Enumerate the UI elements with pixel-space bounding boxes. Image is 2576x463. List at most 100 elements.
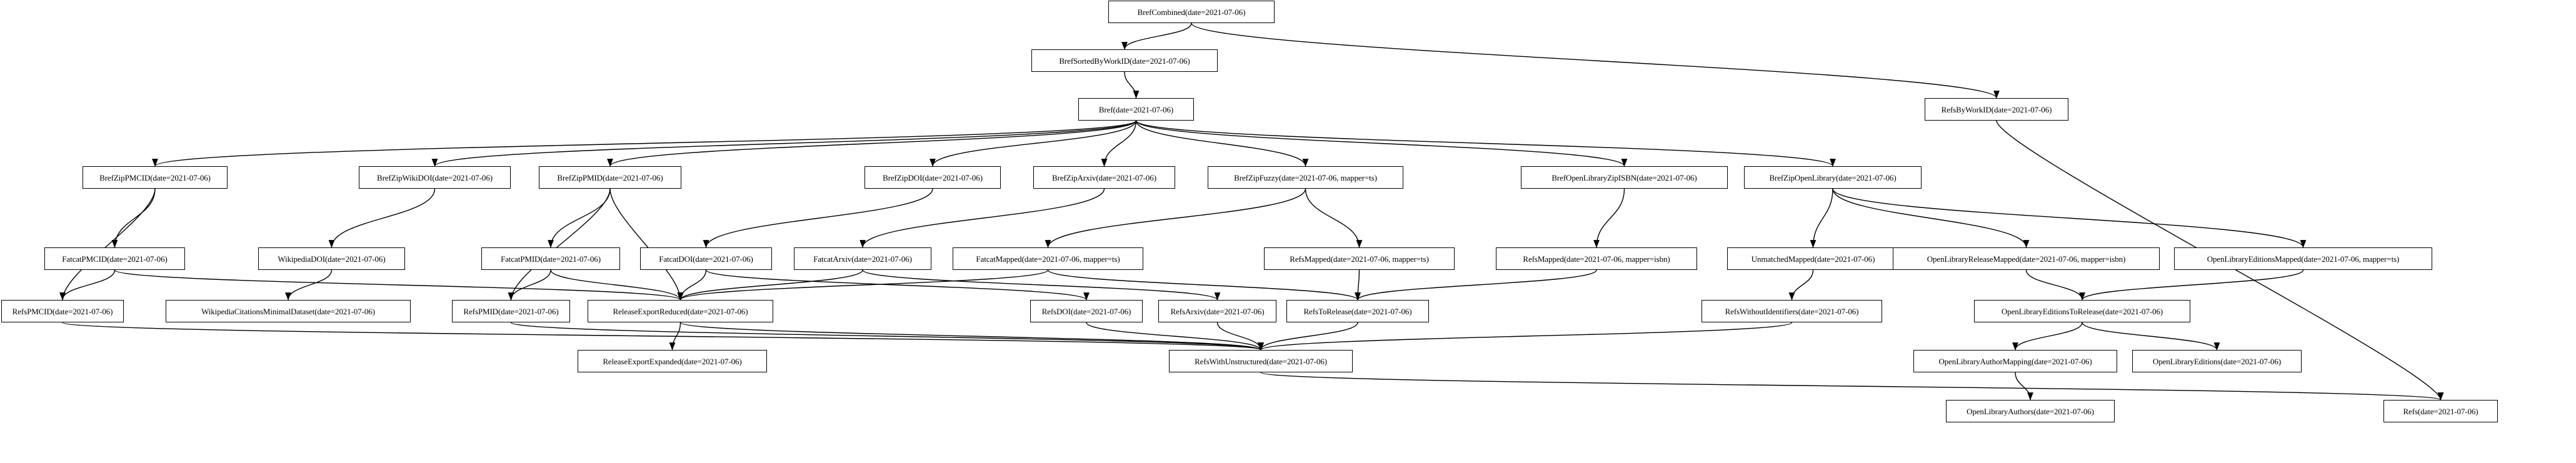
graph-edge-RefsArxiv-to-RefsWithUnstructured	[1216, 322, 1264, 351]
graph-edge-BrefOpenLibraryZipISBN-to-RefsMappedIsbn	[1593, 188, 1625, 248]
graph-edge-RefsWithUnstructured-to-Refs	[1260, 372, 2443, 401]
graph-node-label: OpenLibraryAuthorMapping(date=2021-07-06…	[1938, 356, 2092, 366]
graph-node-FatcatPMID[interactable]: FatcatPMID(date=2021-07-06)	[481, 247, 620, 270]
graph-node-label: UnmatchedMapped(date=2021-07-06)	[1751, 254, 1875, 264]
graph-edge-BrefZipPMID-to-FatcatPMID	[548, 188, 611, 248]
graph-edge-RefsDOI-to-RefsWithUnstructured	[1086, 322, 1264, 351]
graph-node-RefsArxiv[interactable]: RefsArxiv(date=2021-07-06)	[1158, 300, 1276, 322]
graph-edge-RefsToRelease-to-RefsWithUnstructured	[1258, 322, 1358, 351]
graph-node-BrefZipArxiv[interactable]: BrefZipArxiv(date=2021-07-06)	[1033, 166, 1175, 189]
graph-edge-BrefZipOpenLibrary-to-OpenLibraryReleaseMapped	[1832, 188, 2030, 248]
graph-node-label: RefsWithUnstructured(date=2021-07-06)	[1195, 356, 1327, 366]
graph-node-label: BrefZipDOI(date=2021-07-06)	[883, 172, 983, 182]
graph-node-label: BrefZipArxiv(date=2021-07-06)	[1052, 172, 1156, 182]
graph-edge-FatcatPMID-to-RefsPMID	[508, 269, 551, 301]
graph-node-BrefSortedByWorkID[interactable]: BrefSortedByWorkID(date=2021-07-06)	[1031, 49, 1218, 72]
graph-node-label: FatcatDOI(date=2021-07-06)	[659, 254, 753, 264]
graph-node-WikipediaDOI[interactable]: WikipediaDOI(date=2021-07-06)	[258, 247, 405, 270]
graph-node-BrefZipPMID[interactable]: BrefZipPMID(date=2021-07-06)	[539, 166, 681, 189]
graph-edge-RefsPMCID-to-RefsWithUnstructured	[62, 322, 1263, 351]
graph-node-BrefZipFuzzy[interactable]: BrefZipFuzzy(date=2021-07-06, mapper=ts)	[1208, 166, 1403, 189]
graph-edge-Bref-to-BrefZipArxiv	[1101, 120, 1137, 167]
graph-edge-FatcatArxiv-to-RefsArxiv	[862, 269, 1221, 301]
graph-node-label: BrefZipPMCID(date=2021-07-06)	[99, 172, 211, 182]
graph-node-OpenLibraryAuthorMapping[interactable]: OpenLibraryAuthorMapping(date=2021-07-06…	[1913, 350, 2117, 372]
graph-edge-BrefZipOpenLibrary-to-OpenLibraryEditionsMapped	[1832, 188, 2307, 248]
graph-node-RefsPMID[interactable]: RefsPMID(date=2021-07-06)	[452, 300, 570, 322]
graph-edge-RefsPMID-to-RefsWithUnstructured	[510, 322, 1264, 351]
graph-node-OpenLibraryReleaseMapped[interactable]: OpenLibraryReleaseMapped(date=2021-07-06…	[1893, 247, 2160, 270]
graph-node-RefsWithoutIdentifiers[interactable]: RefsWithoutIdentifiers(date=2021-07-06)	[1701, 300, 1882, 322]
graph-node-Bref[interactable]: Bref(date=2021-07-06)	[1078, 98, 1194, 121]
graph-node-label: WikipediaCitationsMinimalDataset(date=20…	[201, 306, 375, 316]
graph-node-FatcatArxiv[interactable]: FatcatArxiv(date=2021-07-06)	[794, 247, 931, 270]
graph-node-label: RefsMapped(date=2021-07-06, mapper=ts)	[1290, 254, 1429, 264]
graph-node-RefsWithUnstructured[interactable]: RefsWithUnstructured(date=2021-07-06)	[1169, 350, 1353, 372]
graph-node-label: ReleaseExportExpanded(date=2021-07-06)	[603, 356, 742, 366]
graph-node-label: BrefZipFuzzy(date=2021-07-06, mapper=ts)	[1234, 172, 1377, 182]
graph-edge-BrefZipPMCID-to-FatcatPMCID	[111, 188, 156, 248]
graph-node-BrefOpenLibraryZipISBN[interactable]: BrefOpenLibraryZipISBN(date=2021-07-06)	[1521, 166, 1728, 189]
graph-node-WikipediaCitationsMinimalDataset[interactable]: WikipediaCitationsMinimalDataset(date=20…	[166, 300, 411, 322]
graph-edge-FatcatMapped-to-RefsToRelease	[1047, 269, 1361, 301]
graph-edge-Bref-to-BrefZipWikiDOI	[431, 120, 1137, 167]
graph-edge-FatcatDOI-to-ReleaseExportReduced	[677, 269, 707, 301]
graph-node-OpenLibraryEditions[interactable]: OpenLibraryEditions(date=2021-07-06)	[2132, 350, 2302, 372]
graph-node-label: RefsToRelease(date=2021-07-06)	[1303, 306, 1412, 316]
graph-node-label: RefsPMID(date=2021-07-06)	[463, 306, 559, 316]
graph-edge-BrefZipPMID-to-ReleaseExportReduced	[609, 188, 684, 301]
graph-node-OpenLibraryAuthors[interactable]: OpenLibraryAuthors(date=2021-07-06)	[1946, 400, 2115, 422]
graph-node-label: OpenLibraryEditionsMapped(date=2021-07-0…	[2207, 254, 2400, 264]
graph-node-FatcatMapped[interactable]: FatcatMapped(date=2021-07-06, mapper=ts)	[953, 247, 1143, 270]
graph-node-label: RefsWithoutIdentifiers(date=2021-07-06)	[1725, 306, 1859, 316]
graph-edge-FatcatPMCID-to-ReleaseExportReduced	[114, 269, 683, 301]
graph-node-UnmatchedMapped[interactable]: UnmatchedMapped(date=2021-07-06)	[1727, 247, 1899, 270]
graph-edge-BrefZipFuzzy-to-RefsMappedTs	[1305, 188, 1363, 248]
graph-node-RefsByWorkID[interactable]: RefsByWorkID(date=2021-07-06)	[1925, 98, 2068, 121]
graph-edge-Bref-to-BrefZipDOI	[930, 120, 1137, 167]
graph-node-OpenLibraryEditionsToRelease[interactable]: OpenLibraryEditionsToRelease(date=2021-0…	[1974, 300, 2190, 322]
graph-edge-OpenLibraryEditionsToRelease-to-OpenLibraryAuthorMapping	[2012, 322, 2083, 351]
graph-node-OpenLibraryEditionsMapped[interactable]: OpenLibraryEditionsMapped(date=2021-07-0…	[2174, 247, 2432, 270]
graph-edge-BrefZipWikiDOI-to-WikipediaDOI	[328, 188, 436, 248]
graph-edge-BrefZipPMID-to-RefsPMID	[508, 188, 611, 301]
graph-node-BrefZipOpenLibrary[interactable]: BrefZipOpenLibrary(date=2021-07-06)	[1744, 166, 1922, 189]
graph-edge-FatcatPMCID-to-RefsPMCID	[59, 269, 116, 301]
graph-node-RefsPMCID[interactable]: RefsPMCID(date=2021-07-06)	[1, 300, 124, 322]
graph-edge-OpenLibraryAuthorMapping-to-OpenLibraryAuthors	[2015, 372, 2033, 401]
graph-node-label: BrefOpenLibraryZipISBN(date=2021-07-06)	[1551, 172, 1697, 182]
graph-node-label: BrefZipOpenLibrary(date=2021-07-06)	[1769, 172, 1897, 182]
graph-node-label: OpenLibraryEditions(date=2021-07-06)	[2152, 356, 2282, 366]
graph-edge-Bref-to-BrefZipFuzzy	[1135, 120, 1309, 167]
graph-edge-BrefZipFuzzy-to-FatcatMapped	[1045, 188, 1306, 248]
graph-edge-Bref-to-BrefZipPMID	[607, 120, 1137, 167]
graph-edge-RefsMappedTs-to-RefsToRelease	[1355, 269, 1361, 301]
graph-node-BrefCombined[interactable]: BrefCombined(date=2021-07-06)	[1108, 1, 1275, 23]
graph-node-RefsMappedTs[interactable]: RefsMapped(date=2021-07-06, mapper=ts)	[1264, 247, 1455, 270]
graph-edge-Bref-to-BrefZipOpenLibrary	[1135, 120, 1836, 167]
graph-node-FatcatDOI[interactable]: FatcatDOI(date=2021-07-06)	[640, 247, 772, 270]
graph-node-RefsMappedIsbn[interactable]: RefsMapped(date=2021-07-06, mapper=isbn)	[1496, 247, 1697, 270]
graph-node-label: RefsDOI(date=2021-07-06)	[1041, 306, 1131, 316]
graph-node-RefsToRelease[interactable]: RefsToRelease(date=2021-07-06)	[1286, 300, 1429, 322]
graph-node-BrefZipDOI[interactable]: BrefZipDOI(date=2021-07-06)	[865, 166, 1001, 189]
graph-node-BrefZipPMCID[interactable]: BrefZipPMCID(date=2021-07-06)	[83, 166, 228, 189]
graph-node-ReleaseExportExpanded[interactable]: ReleaseExportExpanded(date=2021-07-06)	[578, 350, 767, 372]
graph-edge-RefsWithoutIdentifiers-to-RefsWithUnstructured	[1258, 322, 1793, 351]
graph-node-label: ReleaseExportReduced(date=2021-07-06)	[613, 306, 748, 316]
graph-node-label: Refs(date=2021-07-06)	[2403, 406, 2478, 416]
graph-edge-RefsMappedIsbn-to-RefsToRelease	[1355, 269, 1597, 301]
graph-edge-FatcatArxiv-to-ReleaseExportReduced	[677, 269, 863, 301]
graph-node-BrefZipWikiDOI[interactable]: BrefZipWikiDOI(date=2021-07-06)	[359, 166, 511, 189]
graph-node-FatcatPMCID[interactable]: FatcatPMCID(date=2021-07-06)	[44, 247, 185, 270]
graph-node-Refs[interactable]: Refs(date=2021-07-06)	[2383, 400, 2498, 422]
graph-edge-Bref-to-BrefOpenLibraryZipISBN	[1135, 120, 1628, 167]
graph-node-RefsDOI[interactable]: RefsDOI(date=2021-07-06)	[1030, 300, 1143, 322]
graph-node-ReleaseExportReduced[interactable]: ReleaseExportReduced(date=2021-07-06)	[588, 300, 773, 322]
graph-node-label: BrefZipPMID(date=2021-07-06)	[557, 172, 663, 182]
graph-node-label: BrefSortedByWorkID(date=2021-07-06)	[1059, 56, 1190, 66]
edge-group	[59, 22, 2444, 401]
graph-node-label: RefsPMCID(date=2021-07-06)	[12, 306, 113, 316]
graph-edge-BrefZipPMCID-to-RefsPMCID	[59, 188, 156, 301]
